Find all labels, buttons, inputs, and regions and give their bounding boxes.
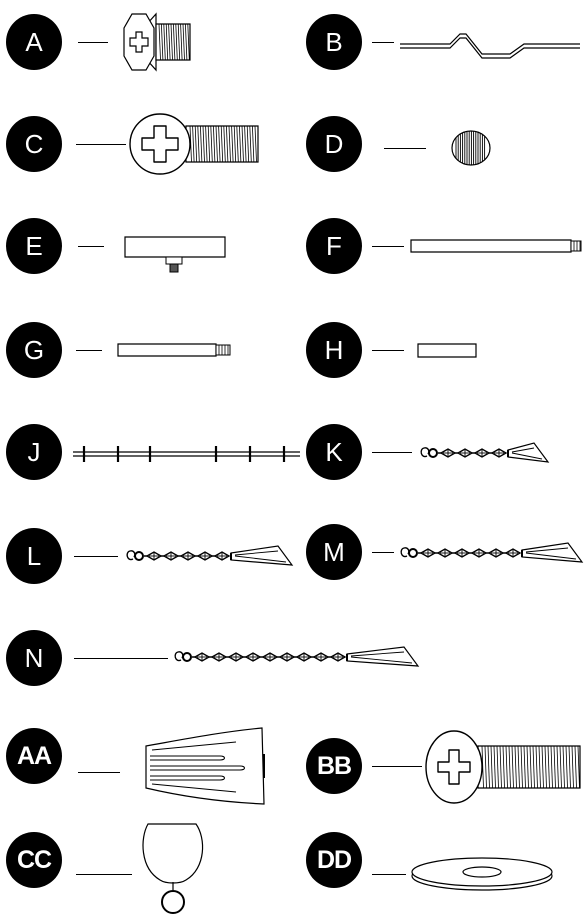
part-badge-aa: AA (6, 728, 62, 784)
crystal-strand-l-icon (124, 543, 294, 569)
crystal-strand-k-icon (418, 440, 550, 466)
mounting-plate-icon (124, 236, 228, 276)
crystal-strand-m-icon (398, 540, 584, 566)
part-badge-c: C (6, 116, 62, 172)
leader-line-h (372, 350, 404, 351)
leader-line-b (372, 42, 394, 43)
long-downrod-icon (410, 238, 584, 256)
part-badge-h: H (306, 322, 362, 378)
part-badge-j: J (6, 424, 62, 480)
part-badge-k: K (306, 424, 362, 480)
flat-washer-icon (410, 852, 554, 896)
part-badge-m: M (306, 524, 362, 580)
leader-line-e (78, 246, 104, 247)
hex-head-bolt-icon (122, 10, 192, 74)
bent-bracket-icon (400, 30, 580, 60)
part-badge-bb: BB (306, 738, 362, 794)
wire-nut-icon (140, 726, 272, 808)
leader-line-d (384, 148, 426, 149)
leader-line-n (74, 658, 168, 659)
part-badge-l: L (6, 528, 62, 584)
large-phillips-screw-icon (424, 728, 584, 806)
leader-line-dd (372, 874, 406, 875)
leader-line-k (372, 452, 412, 453)
crystal-rod-icon (72, 442, 302, 466)
leader-line-m (372, 552, 394, 553)
part-badge-a: A (6, 14, 62, 70)
leader-line-aa (78, 772, 120, 773)
part-badge-d: D (306, 116, 362, 172)
part-badge-e: E (6, 218, 62, 274)
leader-line-c (76, 144, 126, 145)
leader-line-f (372, 246, 404, 247)
leader-line-cc (76, 874, 132, 875)
leader-line-bb (372, 766, 422, 767)
part-badge-dd: DD (306, 832, 362, 888)
short-downrod-icon (117, 342, 235, 360)
part-badge-g: G (6, 322, 62, 378)
spacer-tube-icon (417, 342, 479, 360)
hook-ring-icon (140, 822, 206, 916)
part-badge-n: N (6, 630, 62, 686)
leader-line-l (74, 556, 118, 557)
part-badge-b: B (306, 14, 362, 70)
part-badge-cc: CC (6, 832, 62, 888)
part-badge-f: F (306, 218, 362, 274)
leader-line-g (76, 350, 102, 351)
threaded-insert-icon (450, 128, 492, 168)
phillips-head-screw-icon (128, 112, 268, 176)
leader-line-a (78, 42, 108, 43)
crystal-strand-n-icon (172, 644, 420, 670)
